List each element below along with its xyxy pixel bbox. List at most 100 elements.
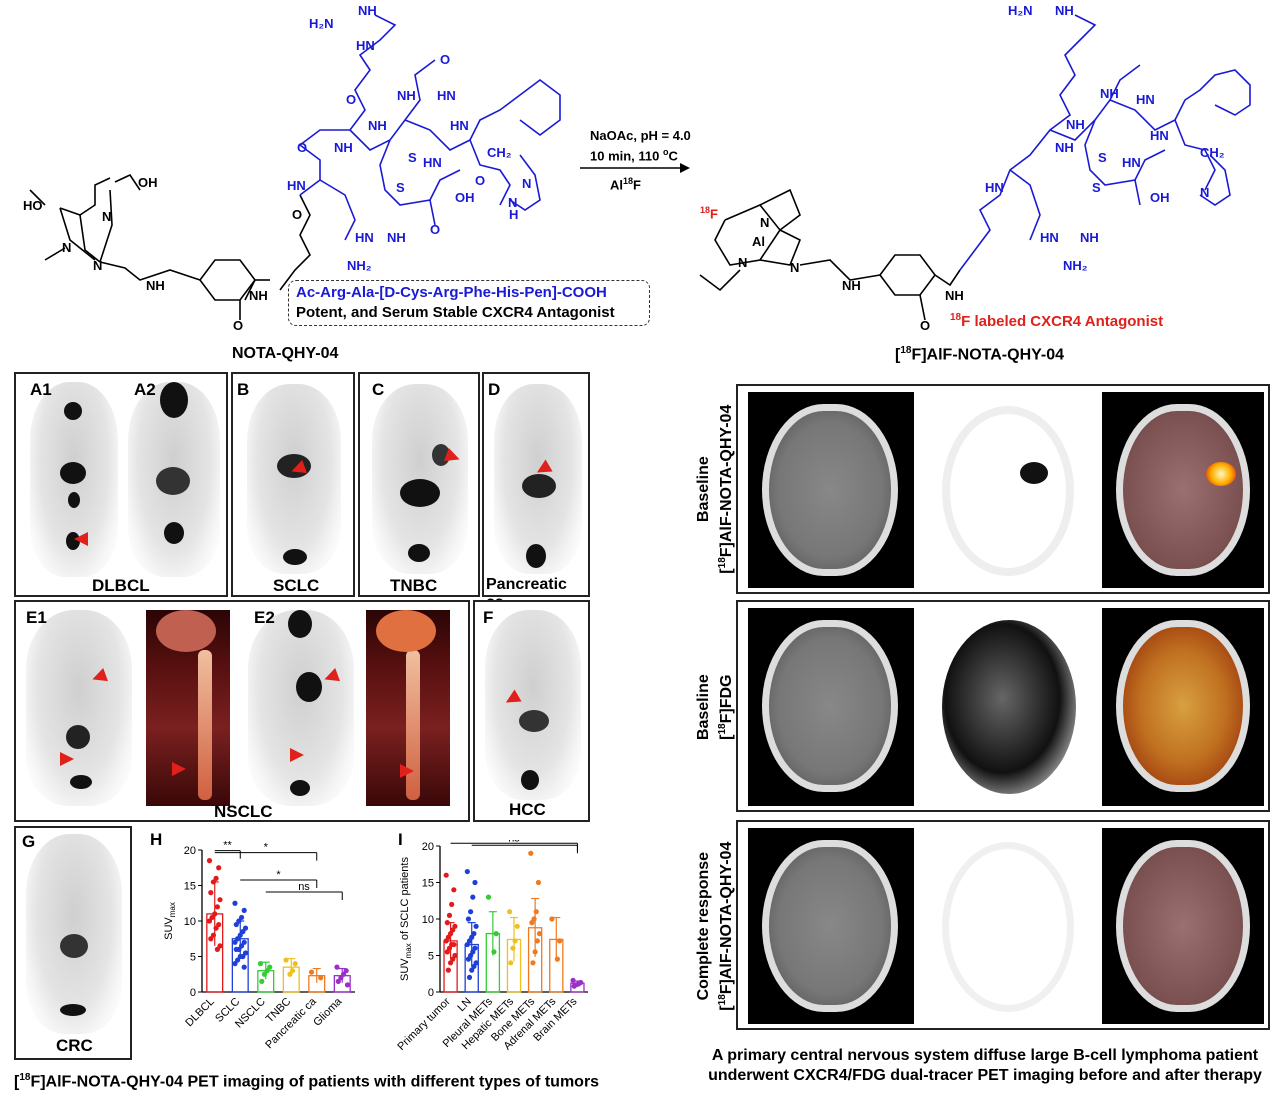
data-point	[238, 914, 245, 921]
data-point	[445, 967, 451, 973]
left-compound-name: NOTA-QHY-04	[232, 345, 339, 362]
fusion-row1	[1102, 392, 1264, 588]
data-point	[535, 879, 542, 886]
data-point	[206, 918, 213, 924]
atom-n-5: N	[508, 195, 518, 210]
data-point	[335, 978, 341, 984]
label-e2: E2	[254, 608, 275, 627]
label-e1: E1	[26, 608, 47, 627]
atom-nh-r4: NH	[1100, 86, 1119, 101]
tumor-label-tnbc: TNBC	[390, 576, 438, 595]
data-point	[308, 969, 315, 975]
atom-oh-r: OH	[1150, 190, 1170, 205]
data-point	[508, 960, 514, 966]
y-tick-label: 15	[422, 878, 434, 890]
data-point	[443, 938, 449, 944]
atom-nh-r1: NH	[842, 278, 861, 293]
data-point	[217, 943, 223, 949]
pet-row1	[926, 392, 1092, 588]
data-point	[466, 974, 473, 980]
data-point	[236, 918, 242, 924]
data-point	[210, 932, 217, 938]
data-point	[235, 957, 241, 963]
atom-o-1: O	[233, 318, 244, 333]
alf-nota-chelator-structure	[699, 188, 961, 321]
arrow-a1	[74, 532, 88, 546]
data-point	[534, 938, 540, 944]
label-g: G	[22, 832, 36, 851]
pet-mip-a1	[30, 382, 118, 577]
atom-nh-r7: NH	[1080, 230, 1099, 245]
atom-n-r2: N	[738, 255, 748, 270]
data-point	[469, 967, 475, 973]
atom-n-3: N	[102, 209, 112, 224]
atom-nh-1: NH	[146, 278, 165, 293]
data-point	[465, 956, 472, 962]
atom-hn-r1: HN	[1136, 92, 1155, 107]
data-point	[259, 978, 265, 984]
data-point	[556, 938, 563, 944]
data-point	[208, 890, 214, 896]
data-point	[514, 923, 520, 929]
data-point	[530, 960, 536, 966]
data-point	[216, 921, 222, 928]
data-point	[334, 964, 340, 970]
panel-b: B SCLC	[231, 372, 355, 597]
data-point	[232, 939, 238, 945]
data-point	[241, 907, 247, 913]
data-point	[449, 901, 455, 907]
panel-a: A1 A2 DLBCL	[14, 372, 228, 597]
atom-n-1: N	[62, 240, 72, 255]
data-point	[208, 936, 214, 942]
atom-o-3: O	[346, 92, 357, 107]
data-point	[241, 939, 247, 945]
label-d: D	[488, 380, 501, 399]
data-point	[216, 865, 222, 871]
y-tick-label: 0	[190, 987, 196, 999]
row2-label: Baseline[18F]FDG	[694, 674, 736, 741]
tumor-label-nsclc: NSCLC	[214, 802, 273, 821]
data-point	[473, 923, 479, 929]
data-point	[528, 850, 534, 856]
atom-18f: 18F	[700, 205, 718, 222]
data-point	[549, 916, 555, 922]
atom-hn-4: HN	[450, 118, 469, 133]
chemistry-scheme	[29, 14, 1251, 321]
atom-oh-1: OH	[138, 175, 158, 190]
significance-label: *	[264, 842, 269, 854]
data-point	[468, 909, 474, 915]
data-point	[446, 912, 453, 918]
atom-n-r1: N	[760, 215, 770, 230]
data-point	[532, 949, 538, 955]
labeled-note: 18F labeled CXCR4 Antagonist	[950, 312, 1164, 330]
tumor-label-sclc: SCLC	[273, 576, 320, 595]
pet-mip-d	[494, 384, 582, 574]
atom-s-r2: S	[1092, 180, 1101, 195]
label-c: C	[372, 380, 385, 399]
panel-c: C TNBC	[358, 372, 480, 597]
peptide-sequence: Ac-Arg-Ala-[D-Cys-Arg-Phe-His-Pen]-COOH	[296, 284, 607, 301]
atom-hn-3: HN	[356, 38, 375, 53]
label-i: I	[398, 830, 403, 849]
data-point	[529, 920, 535, 926]
pet-mip-c	[372, 384, 468, 574]
significance-label: ns	[508, 840, 520, 844]
y-axis-label: SUVmax	[163, 902, 177, 940]
data-point	[287, 971, 293, 977]
data-point	[318, 975, 324, 981]
arrow-e2b	[290, 748, 304, 762]
data-point	[485, 894, 492, 900]
atom-hn-r2: HN	[1150, 128, 1169, 143]
atom-nh2-r: NH₂	[1063, 258, 1088, 273]
data-point	[232, 961, 238, 967]
data-point	[570, 977, 576, 983]
atom-n-2: N	[93, 258, 103, 273]
atom-n-r4: N	[1200, 185, 1210, 200]
pet-mip-g	[26, 834, 122, 1034]
data-point	[213, 925, 219, 931]
pet-row2	[926, 608, 1092, 806]
brain-row-1	[736, 384, 1270, 594]
arrow-e1c	[172, 762, 186, 776]
data-point	[206, 858, 213, 864]
ct-row2	[748, 608, 914, 806]
